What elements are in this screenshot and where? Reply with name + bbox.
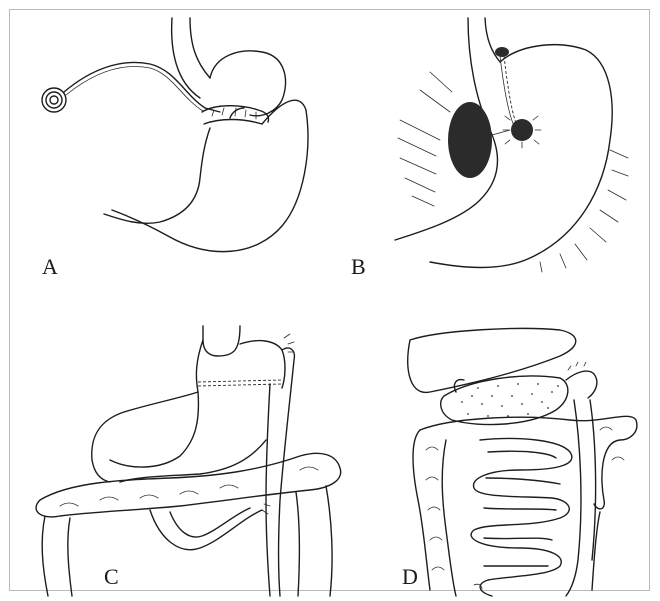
gastric-window	[511, 119, 533, 141]
top-staple-cap	[495, 47, 509, 57]
panel-label-d: D	[402, 566, 418, 588]
horizontal-staple-line	[198, 380, 282, 382]
panel-d-drawing	[408, 328, 637, 596]
stomach-a	[112, 100, 308, 251]
access-port	[42, 88, 66, 112]
stipple	[461, 383, 559, 417]
port-tubing	[64, 62, 220, 112]
liver	[408, 328, 576, 392]
panel-label-b: B	[351, 256, 366, 278]
panel-b-drawing	[395, 18, 628, 272]
transverse-colon	[36, 453, 341, 517]
colon-d	[420, 416, 637, 509]
small-bowel	[471, 439, 572, 597]
panel-label-a: A	[42, 256, 58, 278]
panel-c-drawing	[36, 326, 341, 596]
panel-label-c: C	[104, 566, 119, 588]
intragastric-balloon	[448, 102, 492, 178]
gastric-band	[202, 106, 269, 124]
stomach-c	[92, 340, 203, 482]
panel-a-drawing	[42, 18, 308, 252]
